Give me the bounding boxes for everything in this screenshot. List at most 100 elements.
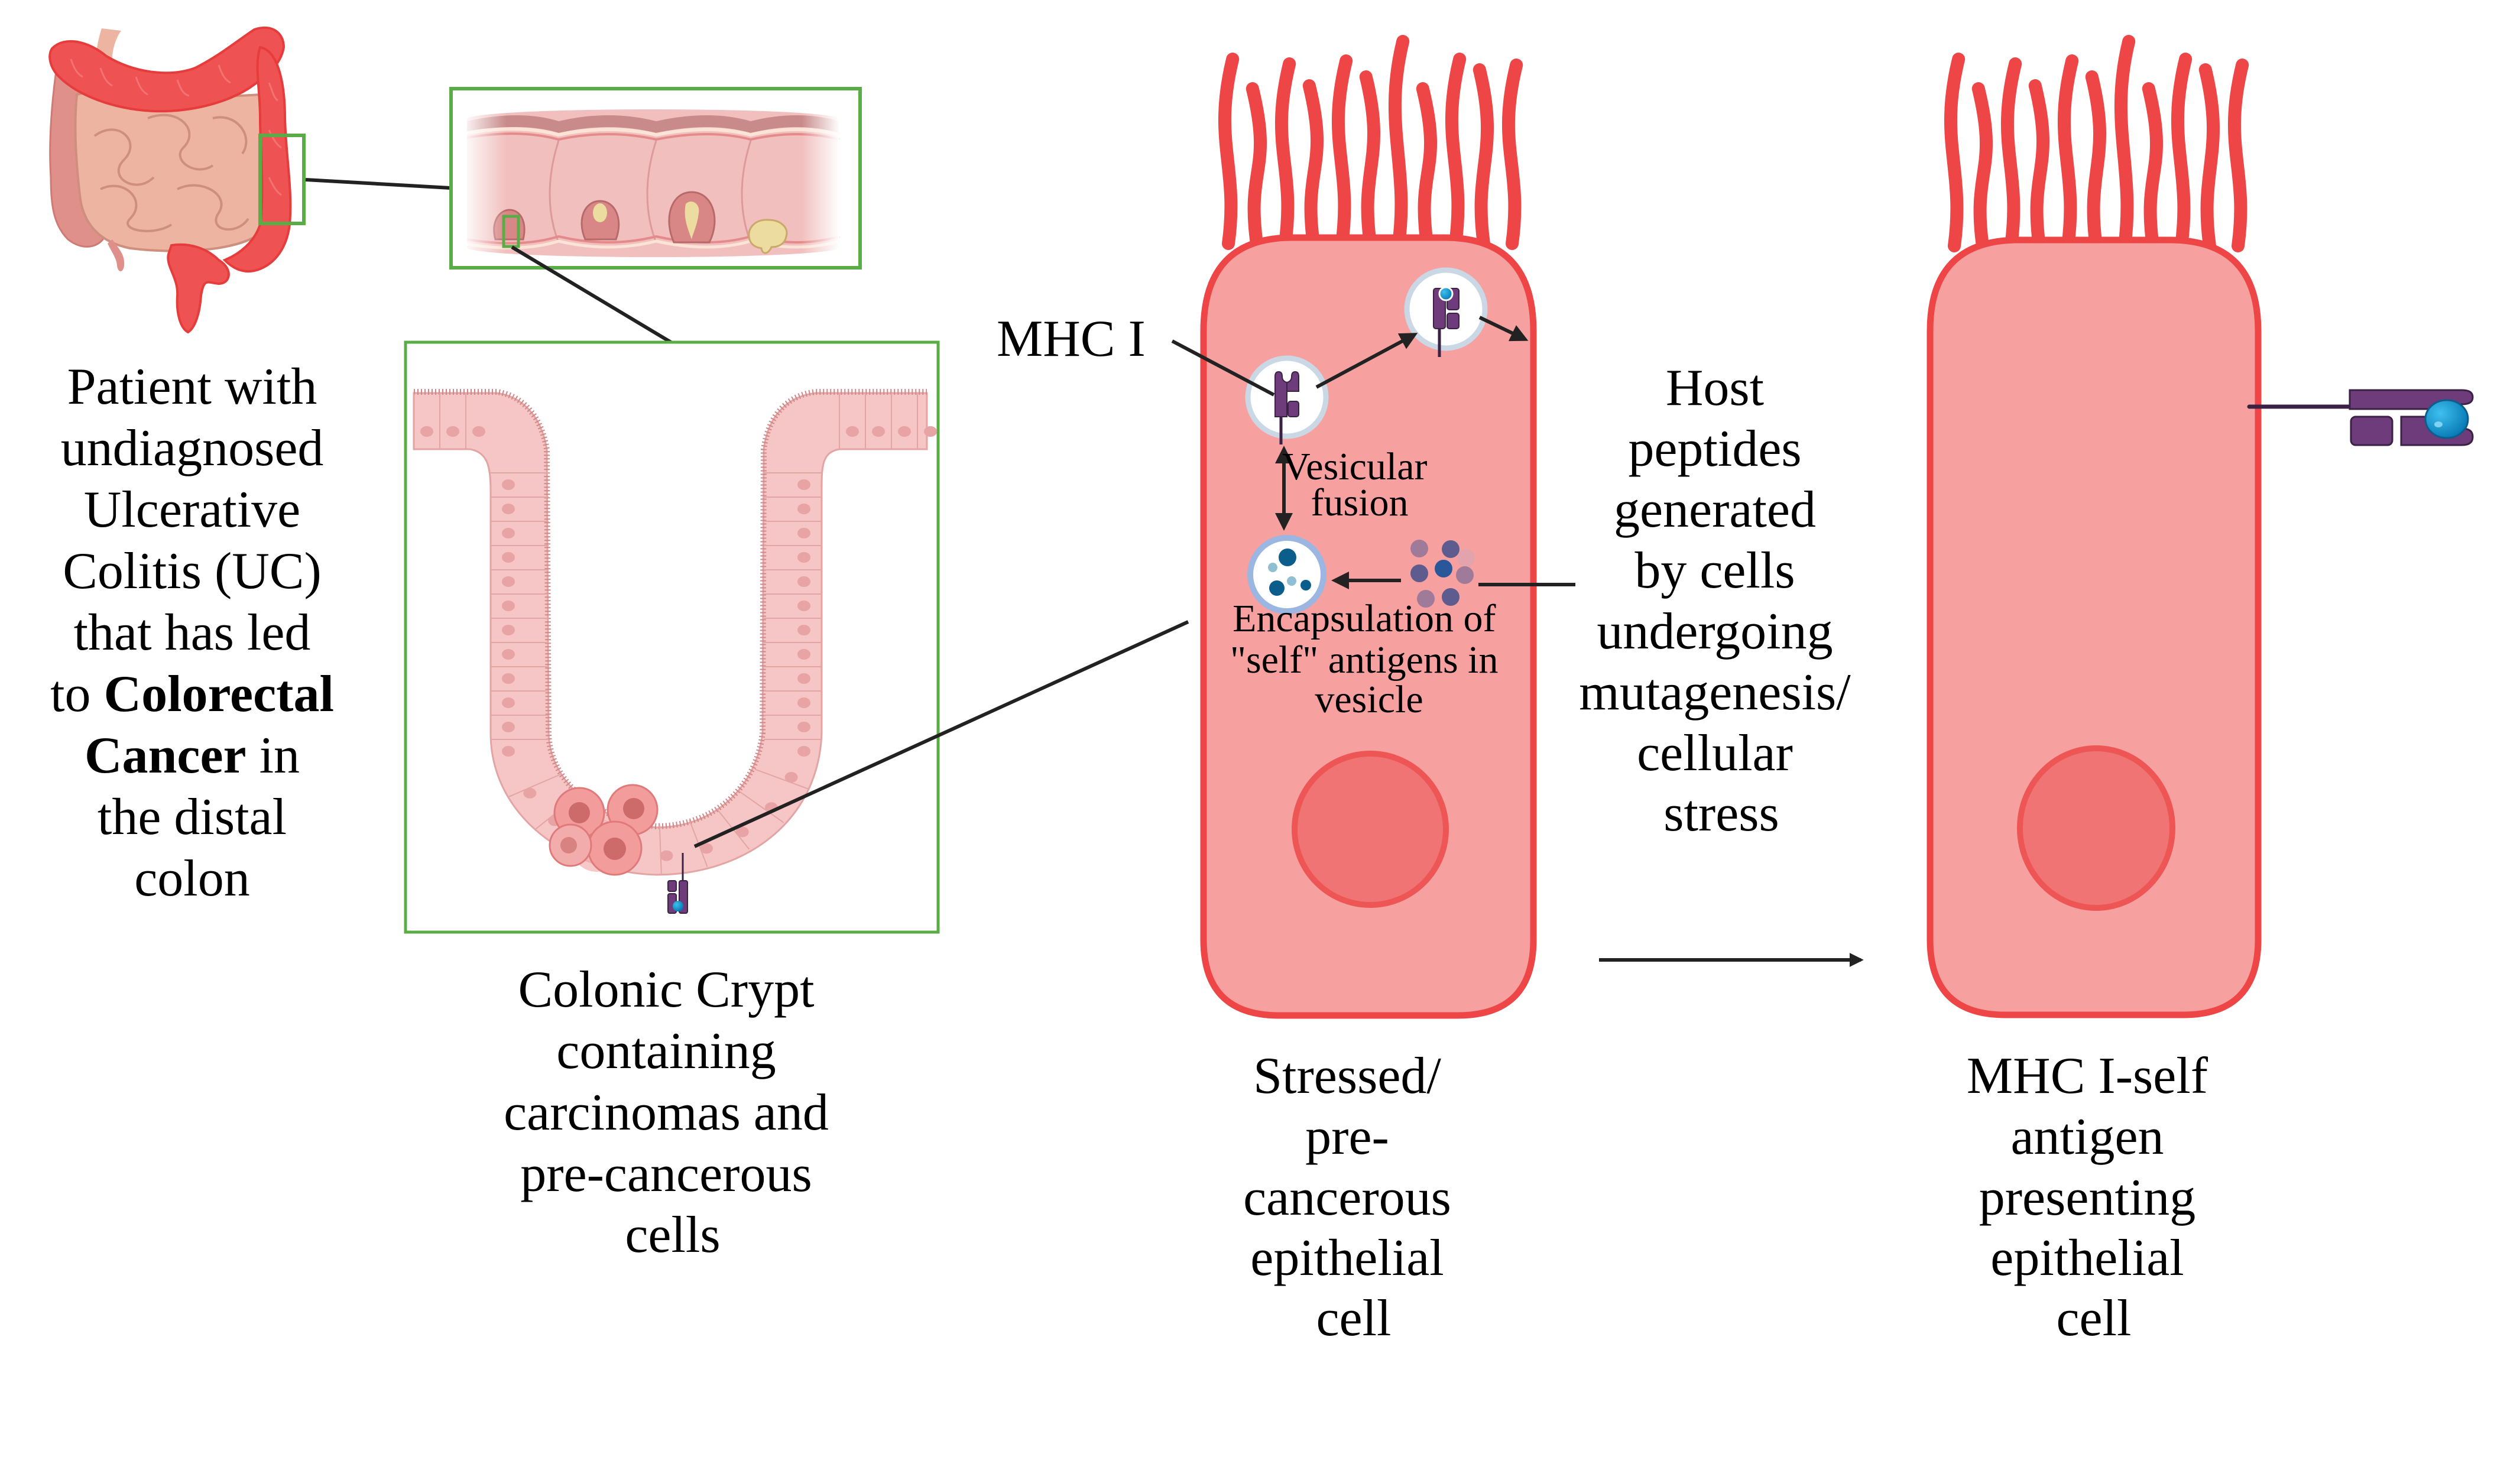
encapsulation-line: "self" antigens in <box>1230 638 1498 682</box>
peptide-bead-icon <box>1438 286 1454 301</box>
cilia <box>1944 35 2249 252</box>
caption-text: colon <box>134 850 250 907</box>
caption-line: Stressed/ <box>1253 1047 1441 1105</box>
cell-nucleus <box>735 826 749 838</box>
cilium <box>2171 53 2193 252</box>
cell-nucleus <box>872 426 885 437</box>
encapsulation-line: Encapsulation of <box>1233 597 1496 640</box>
vesicle-antigens <box>1247 535 1327 614</box>
caption-line: Colonic Crypt <box>518 961 814 1018</box>
cell-nucleus <box>502 625 515 635</box>
caption-line: colon <box>134 850 250 907</box>
encapsulation-label: Encapsulation of "self" antigens in vesi… <box>1230 597 1508 721</box>
caption-line: containing <box>556 1023 776 1080</box>
cell-nucleus <box>846 426 859 437</box>
cell-nucleus <box>797 673 810 684</box>
intestine-illustration <box>48 26 306 334</box>
fusion-line: fusion <box>1311 481 1409 524</box>
cilium <box>2028 79 2050 252</box>
caption-text: to <box>50 666 103 723</box>
cell-nucleus <box>472 426 485 437</box>
cell-nucleus <box>699 843 713 854</box>
emphasis-text: Cancer <box>85 727 247 784</box>
cilium <box>1445 53 1467 250</box>
cell-nucleus <box>797 625 810 635</box>
caption-line: presenting <box>1979 1169 2196 1226</box>
mhc-label-pointer <box>1171 339 1275 397</box>
cilium <box>1416 82 1438 250</box>
caption-line: pre-cancerous <box>520 1146 812 1203</box>
stressed-cell-caption: Stressed/ pre- cancerous epithelial cell <box>1243 1047 1464 1347</box>
host-peptide-cluster <box>1410 540 1475 608</box>
vesicle-empty-mhc <box>1245 355 1329 444</box>
cilium <box>1218 53 1240 250</box>
caption-line: undergoing <box>1597 603 1833 660</box>
arrow-to-membrane <box>1478 316 1529 342</box>
emphasis-text: Colorectal <box>104 666 334 723</box>
cell-nucleus <box>502 697 515 708</box>
caption-line: antigen <box>2010 1108 2164 1166</box>
cell-nucleus <box>660 850 673 861</box>
cell-nucleus <box>502 576 515 587</box>
caption-line: cellular <box>1637 725 1793 782</box>
fusion-line: Vesicular <box>1282 445 1428 488</box>
cell-nucleus <box>502 746 515 757</box>
transverse-colon <box>48 26 286 113</box>
cilium <box>2058 54 2079 252</box>
tumor-cell-cluster <box>549 784 659 876</box>
cell-divider <box>738 790 784 823</box>
caption-line: peptides <box>1628 420 1801 478</box>
sigmoid-rectum <box>167 243 230 334</box>
cell-nucleus <box>502 504 515 514</box>
caption-line: cells <box>625 1206 720 1264</box>
cilium <box>1944 53 1966 252</box>
cell-nucleus <box>502 601 515 611</box>
caption-text: in <box>247 727 300 784</box>
caption-line: that has led <box>74 604 311 661</box>
colonic-crypt-panel <box>404 340 940 934</box>
cell-nucleus <box>797 697 810 708</box>
appendix <box>108 239 125 271</box>
cilium <box>1246 82 1267 250</box>
cell-nucleus <box>797 746 810 757</box>
caption-line: to Colorectal <box>50 666 334 723</box>
caption-line: epithelial <box>1250 1229 1444 1287</box>
caption-line: mutagenesis/ <box>1579 664 1851 721</box>
caption-line: generated <box>1614 481 1816 538</box>
caption-line: epithelial <box>1990 1229 2184 1287</box>
self-antigen-bead-icon <box>2424 399 2469 439</box>
colon-selection-box <box>258 134 306 225</box>
cilium <box>1473 63 1494 250</box>
cell-nucleus <box>784 771 798 783</box>
colon-wall-illustration <box>461 105 840 259</box>
cilium <box>2085 70 2107 252</box>
crypt-caption: Colonic Crypt containing carcinomas and … <box>504 961 842 1264</box>
caption-line: Colitis (UC) <box>63 543 322 600</box>
caption-line: carcinomas and <box>504 1084 829 1141</box>
cilia <box>1218 35 1523 250</box>
crypt-cells <box>413 393 937 874</box>
caption-line: stress <box>1663 785 1779 842</box>
encapsulation-line: vesicle <box>1315 678 1423 721</box>
caption-line: cancerous <box>1243 1169 1451 1226</box>
cell-nucleus <box>797 552 810 563</box>
cell-nucleus <box>502 722 515 732</box>
caption-text: the distal <box>98 788 287 846</box>
cell-nucleus <box>898 426 911 437</box>
caption-line: Ulcerative <box>84 481 300 538</box>
cell-nucleus <box>502 649 515 660</box>
caption-line: undiagnosed <box>61 420 324 477</box>
caption-line: the distal <box>98 788 287 846</box>
small-intestine-folds <box>93 113 249 232</box>
crypt-selection-box <box>502 215 520 248</box>
connector-inset-to-crypt <box>511 245 672 344</box>
connector-crypt-to-cell <box>693 620 1189 848</box>
presenting-cell-caption: MHC I-self antigen presenting epithelial… <box>1967 1047 2221 1347</box>
caption-text: undiagnosed <box>61 420 324 477</box>
cilium <box>2001 57 2022 252</box>
cell-nucleus <box>446 426 459 437</box>
surface-mhc-self-antigen-icon <box>2247 389 2474 446</box>
caption-line: Host <box>1666 359 1764 417</box>
caption-text: Ulcerative <box>84 481 300 538</box>
